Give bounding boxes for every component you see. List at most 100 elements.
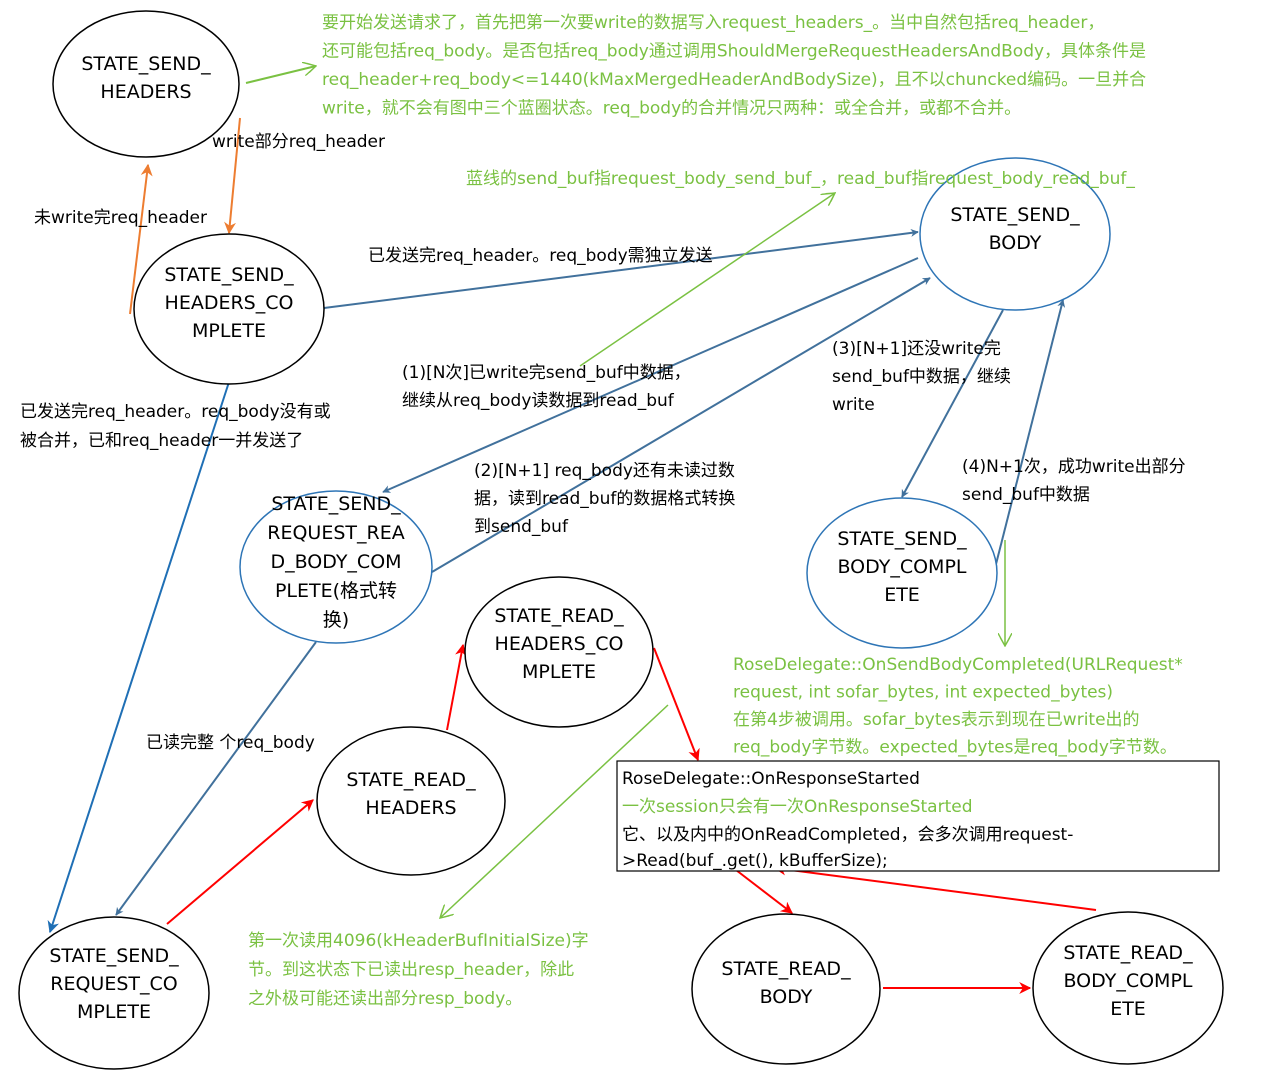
label-body-read-done: 已读完整 个req_body [146, 733, 315, 753]
edge-read-headers-to-read-headers-complete [446, 643, 467, 731]
svg-text:STATE_SEND_REQUEST_READ_BODY_C: STATE_SEND_ REQUEST_REA D_BODY_COM PLETE(格式… [267, 493, 404, 631]
label-step3-line: send_buf中数据，继续 [832, 367, 1011, 387]
edge-headers-to-headers-complete [224, 117, 241, 235]
text-line: STATE_READ_ [494, 605, 624, 627]
label-step4: (4)N+1次，成功write出部分 send_buf中数据 [962, 457, 1186, 505]
note-on-send-body-completed-line: request, int sofar_bytes, int expected_b… [733, 683, 1113, 703]
pointer-first-read-note [440, 704, 669, 918]
label-step1-line: (1)[N次]已write完send_buf中数据， [402, 363, 691, 383]
label-step2-line: (2)[N+1] req_body还有未读过数 [474, 461, 735, 481]
node-send-headers: STATE_SEND_ HEADERS [52, 10, 240, 158]
edge-request-complete-to-read-headers [166, 799, 314, 925]
node-read-headers: STATE_READ_HEADERS [316, 726, 506, 876]
label-not-written: 未write完req_header [34, 208, 207, 228]
svg-text:STATE_SEND_HEADERS: STATE_SEND_ HEADERS [81, 53, 211, 103]
text-line: PLETE(格式转 [275, 580, 397, 602]
edge-read-body-complete-to-send-body [431, 277, 931, 573]
node-read-body: STATE_READ_BODY [691, 913, 881, 1065]
label-write-partial-line: write部分req_header [212, 132, 385, 152]
box-line-2: 一次session只会有一次OnResponseStarted [622, 797, 973, 817]
note-first-read: 第一次读用4096(kHeaderBufInitialSize)字节。到这状态下… [248, 931, 589, 1009]
label-step3-line: write [832, 395, 875, 415]
text-line: MPLETE [192, 320, 266, 342]
edge-send-body-complete-to-send-body [992, 299, 1066, 577]
text-line: ETE [884, 584, 920, 606]
label-step4-line: send_buf中数据 [962, 485, 1090, 505]
text-line: STATE_SEND_ [49, 945, 179, 967]
node-send-request-read-body-complete: STATE_SEND_ REQUEST_REA D_BODY_COM PLETE(格式… [239, 490, 433, 644]
note-blue-line: 蓝线的send_buf指request_body_send_buf_，read_… [466, 169, 1135, 189]
label-body-read-done-line: 已读完整 个req_body [146, 733, 315, 753]
label-step1-line: 继续从req_body读数据到read_buf [402, 391, 675, 411]
text-line: STATE_READ_ [1063, 942, 1193, 964]
text-line: STATE_SEND_ [81, 53, 211, 75]
edge-box-to-read-body [735, 869, 793, 914]
text-line: HEADERS_CO [495, 633, 624, 655]
note-top-line: req_header+req_body<=1440(kMaxMergedHead… [322, 70, 1146, 90]
svg-text:STATE_SEND_BODY: STATE_SEND_ BODY [950, 204, 1080, 254]
edge-read-body-complete-to-request-complete [115, 641, 317, 916]
label-header-sent-merged-line: 已发送完req_header。req_body没有或 [20, 402, 331, 422]
note-first-read-line: 第一次读用4096(kHeaderBufInitialSize)字 [248, 931, 589, 951]
note-top-line: 要开始发送请求了，首先把第一次要write的数据写入request_header… [322, 13, 1104, 33]
text-line: REQUEST_REA [267, 522, 404, 544]
note-first-read-line: 之外极可能还读出部分resp_body。 [248, 989, 522, 1009]
label-not-written-line: 未write完req_header [34, 208, 207, 228]
label-header-sent-body-separate-line: 已发送完req_header。req_body需独立发送 [368, 246, 713, 266]
response-started-box: RoseDelegate::OnResponseStarted 一次sessio… [616, 760, 1220, 872]
text-line: BODY_COMPL [837, 556, 966, 578]
edge-send-body-to-send-body-complete [901, 309, 1004, 498]
note-on-send-body-completed-line: RoseDelegate::OnSendBodyCompleted(URLReq… [733, 655, 1183, 675]
text-line: MPLETE [77, 1001, 151, 1023]
label-step2-line: 据，读到read_buf的数据格式转换 [474, 489, 735, 509]
svg-text:STATE_READ_HEADERS: STATE_READ_HEADERS [346, 769, 476, 819]
note-top-line: 还可能包括req_body。是否包括req_body通过调用ShouldMerg… [322, 42, 1146, 62]
node-send-body-complete: STATE_SEND_ BODY_COMPL ETE [806, 497, 998, 649]
edge-headers-complete-to-send-body [323, 228, 919, 309]
note-top-line: write，就不会有图中三个蓝圈状态。req_body的合并情况只两种：或全合并… [322, 99, 1021, 119]
label-header-sent-merged-line: 被合并，已和req_header一并发送了 [20, 431, 303, 451]
label-step3-line: (3)[N+1]还没write完 [832, 339, 1001, 359]
text-line: STATE_READ_ [346, 769, 476, 791]
edge-headers-complete-to-headers [129, 163, 153, 315]
text-line: BODY [989, 232, 1042, 254]
note-first-read-line: 节。到这状态下已读出resp_header，除此 [248, 960, 574, 980]
box-line-4: >Read(buf_.get(), kBufferSize); [622, 851, 888, 871]
node-send-headers-complete: STATE_SEND_ HEADERS_CO MPLETE [133, 233, 325, 385]
node-send-request-complete: STATE_SEND_ REQUEST_CO MPLETE [18, 916, 210, 1070]
node-read-body-complete: STATE_READ_ BODY_COMPL ETE [1032, 911, 1224, 1065]
text-line: STATE_SEND_ [837, 528, 967, 550]
text-line: STATE_SEND_ [950, 204, 1080, 226]
label-header-sent-body-separate: 已发送完req_header。req_body需独立发送 [368, 246, 713, 266]
note-on-send-body-completed-line: req_body字节数。expected_bytes是req_body字节数。 [733, 738, 1177, 758]
text-line: BODY_COMPL [1063, 970, 1192, 992]
label-write-partial: write部分req_header [212, 132, 385, 152]
text-line: 换) [323, 609, 349, 631]
label-step4-line: (4)N+1次，成功write出部分 [962, 457, 1186, 477]
pointer-top-note [245, 66, 316, 84]
edge-read-body-complete-to-box [773, 863, 1097, 911]
label-step2: (2)[N+1] req_body还有未读过数据，读到read_buf的数据格式… [474, 461, 735, 537]
note-on-send-body-completed-line: 在第4步被调用。sofar_bytes表示到现在已write出的 [733, 710, 1140, 730]
edge-headers-complete-to-request-complete [47, 381, 230, 934]
text-line: REQUEST_CO [50, 973, 177, 995]
text-line: STATE_SEND_ [271, 493, 401, 515]
pointer-blue-line-note [579, 193, 835, 367]
text-line: STATE_SEND_ [164, 264, 294, 286]
text-line: D_BODY_COM [270, 551, 401, 573]
text-line: HEADERS_CO [165, 292, 294, 314]
svg-text:STATE_READ_BODY: STATE_READ_BODY [721, 958, 851, 1008]
text-line: BODY [760, 986, 813, 1008]
label-step1: (1)[N次]已write完send_buf中数据， 继续从req_body读数据… [402, 363, 691, 411]
text-line: ETE [1110, 998, 1146, 1020]
text-line: HEADERS [100, 81, 191, 103]
label-step2-line: 到send_buf [474, 517, 569, 537]
edge-send-body-to-read-body-complete [382, 257, 919, 493]
